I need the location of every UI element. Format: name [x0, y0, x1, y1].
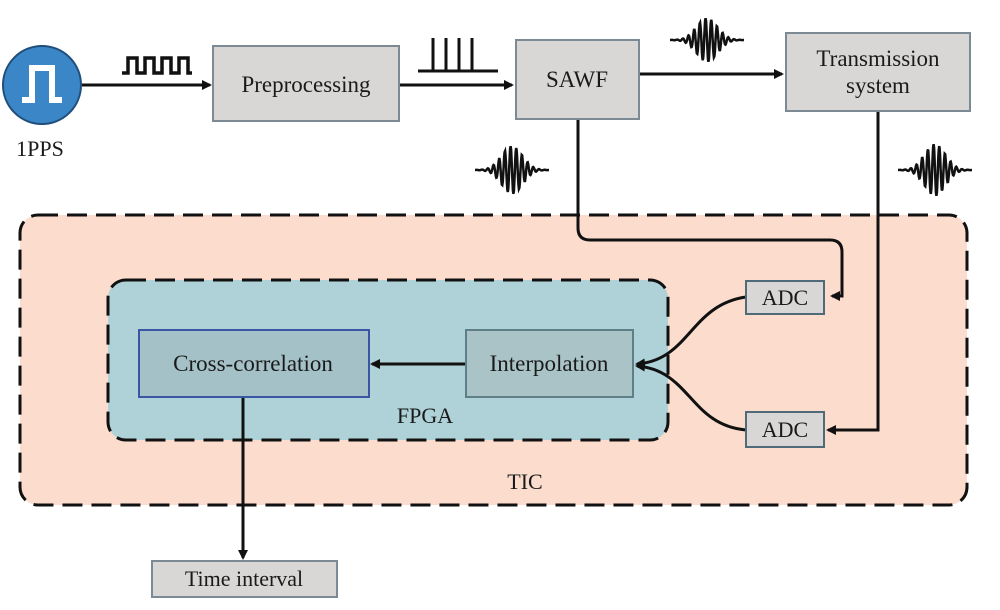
connectors	[82, 69, 880, 560]
preprocessing-block: Preprocessing	[212, 45, 400, 122]
sawf-label: SAWF	[546, 67, 608, 92]
pps-source: 1PPS	[2, 45, 82, 161]
fpga-label: FPGA	[397, 403, 453, 428]
transmission-label-line1: Transmission	[816, 46, 940, 71]
fpga-region	[106, 278, 670, 442]
cross-correlation-label: Cross-correlation	[173, 351, 333, 376]
sawf-block: SAWF	[515, 39, 640, 120]
pps-label: 1PPS	[16, 136, 64, 161]
transmission-label-line2: system	[846, 73, 910, 98]
interpolation-label: Interpolation	[490, 351, 609, 376]
transmission-system-block: Transmission system	[785, 32, 971, 112]
arrow-transmission-to-adc-bottom	[826, 112, 880, 435]
wave-packet-icon	[898, 143, 972, 197]
arrow-adc-bottom-to-interpolation	[635, 361, 747, 432]
arrow-sawf-to-adc-top	[576, 120, 844, 301]
cross-correlation-block: Cross-correlation	[138, 329, 370, 398]
adc-bottom-label: ADC	[762, 417, 808, 442]
adc-top-block: ADC	[745, 280, 825, 315]
interpolation-block: Interpolation	[465, 329, 634, 398]
wave-packet-icon	[475, 145, 549, 195]
pulse-icon	[2, 45, 82, 125]
adc-top-label: ADC	[762, 285, 808, 310]
tic-label: TIC	[507, 469, 542, 494]
wave-packet-icon	[670, 17, 744, 63]
preprocessing-label: Preprocessing	[241, 72, 371, 97]
time-interval-block: Time interval	[151, 560, 338, 598]
arrow-adc-top-to-interpolation	[635, 295, 747, 369]
pulse-comb-icon	[418, 38, 498, 73]
time-interval-label: Time interval	[185, 566, 303, 591]
adc-bottom-block: ADC	[745, 411, 825, 448]
pulse-train-icon	[122, 56, 192, 75]
